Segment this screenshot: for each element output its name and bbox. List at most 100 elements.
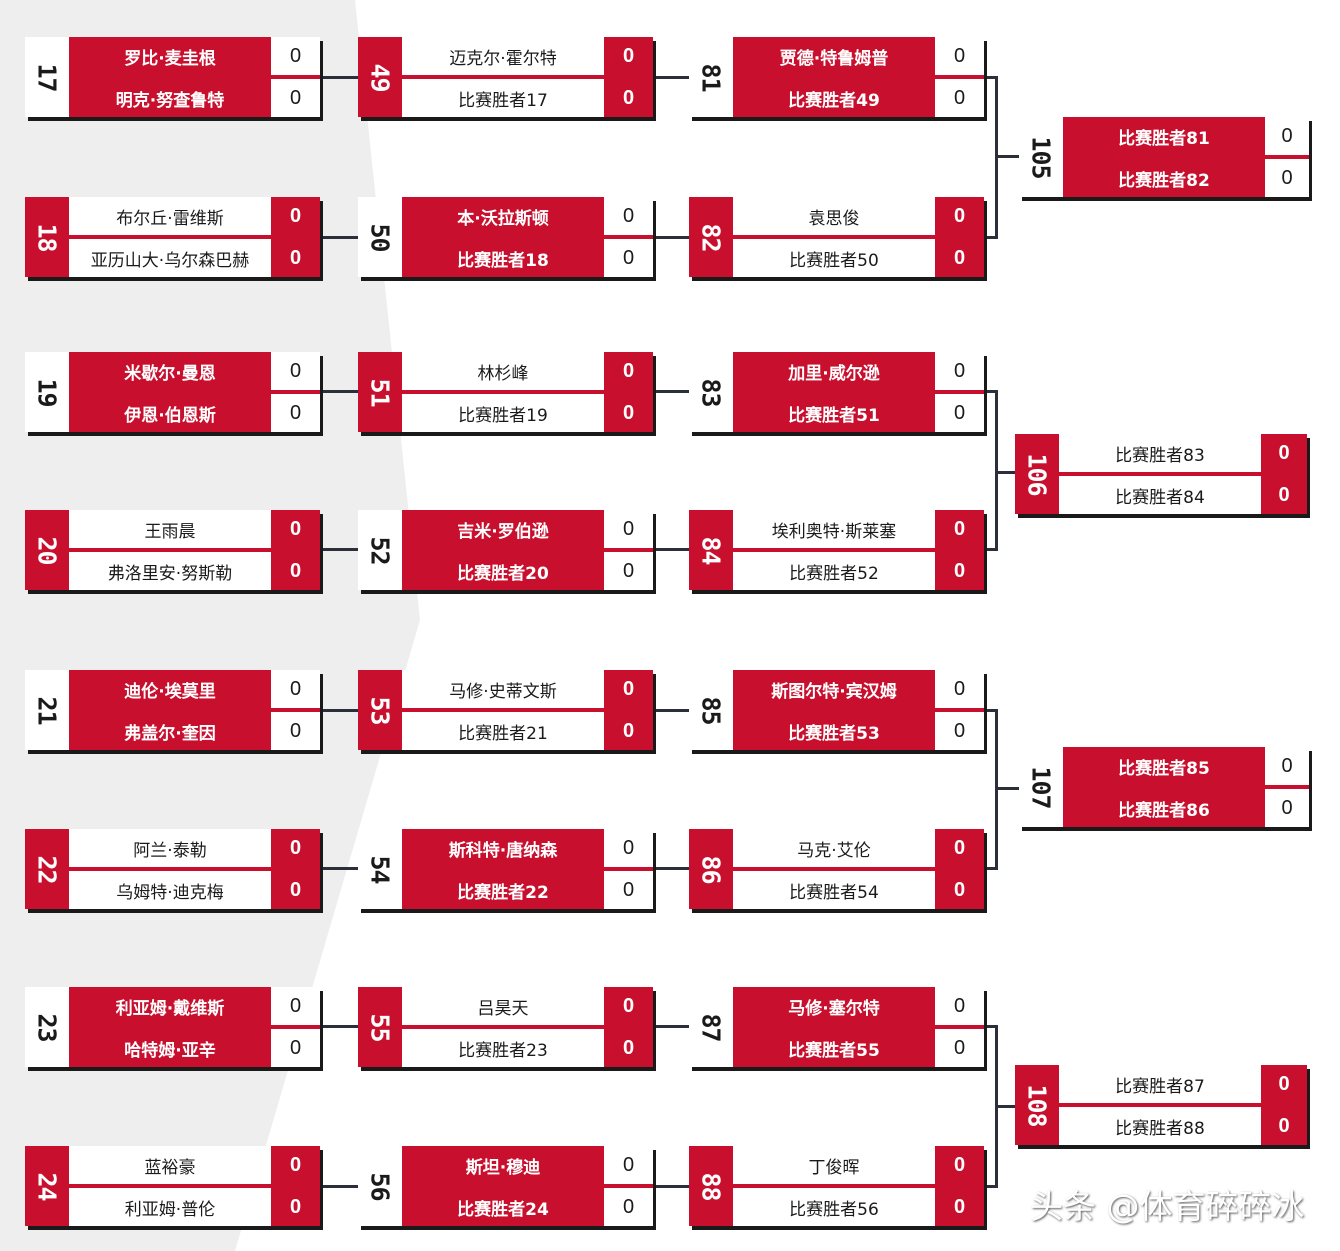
match-number: 105 bbox=[1019, 117, 1063, 197]
player-score: 0 bbox=[953, 719, 966, 742]
row-divider bbox=[733, 235, 984, 239]
player-score: 0 bbox=[1281, 754, 1293, 777]
connector-line bbox=[653, 1185, 691, 1188]
player-name: 比赛胜者24 bbox=[402, 1188, 604, 1226]
player-name: 比赛胜者17 bbox=[458, 90, 548, 111]
row-divider bbox=[733, 548, 984, 552]
match-number-label: 51 bbox=[365, 377, 395, 407]
match-number-label: 21 bbox=[32, 695, 62, 725]
player-score: 0 bbox=[271, 552, 320, 590]
connector-line bbox=[653, 548, 691, 551]
player-score: 0 bbox=[622, 246, 635, 269]
match-number: 51 bbox=[358, 352, 402, 432]
player-name: 比赛胜者22 bbox=[402, 871, 604, 909]
player-score: 0 bbox=[622, 559, 635, 582]
match-number-label: 22 bbox=[32, 854, 62, 884]
player-score: 0 bbox=[604, 987, 653, 1025]
connector-line bbox=[320, 1025, 360, 1028]
player-score: 0 bbox=[289, 1036, 302, 1059]
connector-line bbox=[984, 76, 998, 79]
player-name: 埃利奥特·斯莱塞 bbox=[771, 521, 897, 542]
connector-line bbox=[984, 390, 998, 393]
match-number: 19 bbox=[25, 352, 69, 432]
row-divider bbox=[69, 867, 320, 871]
row-divider bbox=[402, 235, 653, 239]
match-number: 83 bbox=[689, 352, 733, 432]
row-divider bbox=[1059, 472, 1307, 476]
match-number-label: 83 bbox=[696, 377, 726, 407]
match-number: 18 bbox=[25, 197, 69, 277]
player-name: 林杉峰 bbox=[477, 363, 529, 384]
player-score: 0 bbox=[622, 1153, 635, 1176]
watermark-text: 头条 @体育碎碎冰 bbox=[1030, 1187, 1305, 1226]
player-score: 0 bbox=[289, 994, 302, 1017]
row-divider bbox=[69, 548, 320, 552]
match-number-label: 17 bbox=[32, 62, 62, 92]
player-score: 0 bbox=[271, 829, 320, 867]
match-number-label: 52 bbox=[365, 535, 395, 565]
player-name: 比赛胜者18 bbox=[402, 239, 604, 277]
connector-line bbox=[320, 1185, 360, 1188]
player-name: 比赛胜者54 bbox=[789, 882, 879, 903]
player-score: 0 bbox=[604, 394, 653, 432]
player-score: 0 bbox=[271, 239, 320, 277]
player-score: 0 bbox=[935, 239, 984, 277]
player-score: 0 bbox=[935, 552, 984, 590]
match-number: 53 bbox=[358, 670, 402, 750]
player-name: 加里·威尔逊 bbox=[733, 352, 935, 390]
match-number-label: 106 bbox=[1022, 452, 1052, 496]
player-name: 比赛胜者82 bbox=[1063, 159, 1265, 197]
player-name: 丁俊晖 bbox=[808, 1157, 860, 1178]
row-divider bbox=[69, 1025, 320, 1029]
connector-line bbox=[984, 236, 998, 239]
match-number: 23 bbox=[25, 987, 69, 1067]
connector-line bbox=[995, 471, 1015, 474]
player-score: 0 bbox=[271, 1146, 320, 1184]
player-score: 0 bbox=[935, 1188, 984, 1226]
player-score: 0 bbox=[604, 352, 653, 390]
